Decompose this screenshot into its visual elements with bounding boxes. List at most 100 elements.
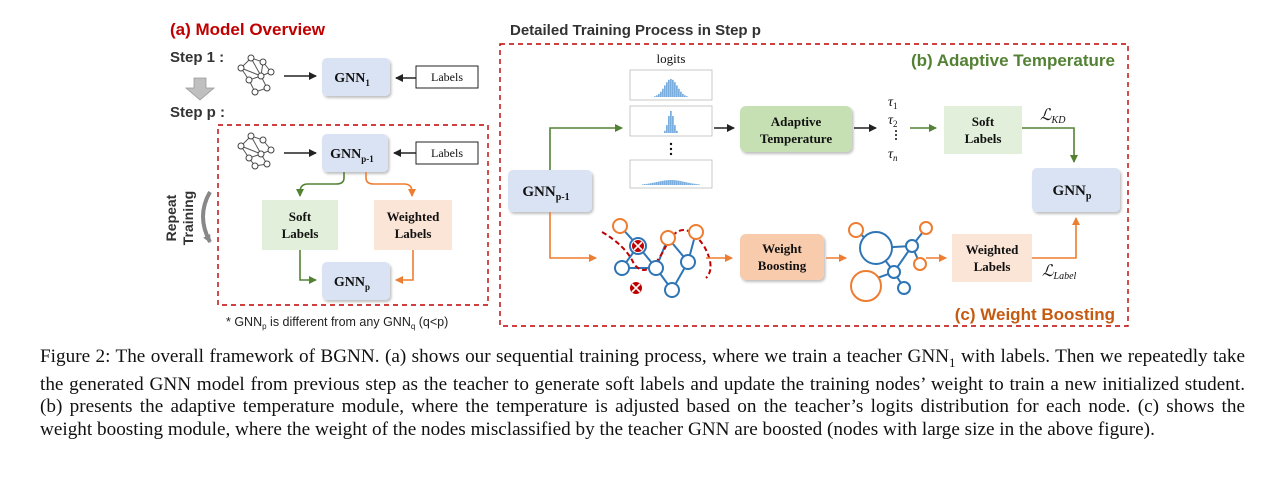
histogram-bar: [668, 79, 670, 97]
svg-text:Labels: Labels: [974, 259, 1011, 274]
histogram-bar: [656, 95, 658, 97]
histogram-bar: [656, 181, 658, 185]
histogram-bar: [660, 181, 662, 185]
histogram-bar: [696, 184, 698, 185]
histogram-bar: [664, 85, 666, 97]
histogram-bar: [650, 183, 652, 185]
histogram-bar: [674, 180, 676, 185]
histogram-bar: [676, 180, 678, 185]
loss-label: ℒLabel: [1042, 263, 1077, 282]
down-arrow-icon: [184, 77, 216, 101]
histogram-bar: [688, 182, 690, 185]
histogram-bar: [684, 181, 686, 185]
histogram-bar: [678, 180, 680, 185]
histogram-bar: [668, 180, 670, 185]
svg-text:GNNp: GNNp: [334, 275, 370, 292]
labels-box-stepp: Labels: [415, 141, 479, 165]
histogram-bar: [680, 181, 682, 185]
histogram-bar: [664, 130, 666, 133]
svg-text:Weighted: Weighted: [387, 209, 440, 224]
svg-text:GNNp-1: GNNp-1: [330, 147, 374, 164]
histogram-bar: [660, 91, 662, 97]
svg-text:Labels: Labels: [395, 226, 432, 241]
svg-text:Training: Training: [180, 191, 196, 245]
histogram-bar: [642, 184, 644, 185]
weight-boosting-box: Weight Boosting: [740, 234, 824, 280]
histogram-bar: [662, 88, 664, 97]
histogram-bar: [682, 93, 684, 97]
adaptive-title: (b) Adaptive Temperature: [911, 51, 1115, 70]
histogram-bar: [674, 82, 676, 97]
cross-icon: [630, 282, 642, 294]
histogram-bar: [662, 180, 664, 185]
histogram-bar: [648, 183, 650, 185]
histogram-bar: [666, 125, 668, 133]
histogram-bar: [676, 130, 678, 133]
soft-labels-box-detail: Soft Labels: [944, 106, 1022, 154]
gnn-prev-box-detail: GNNp-1: [508, 170, 592, 212]
histogram-bar: [654, 96, 656, 97]
svg-text:Adaptive: Adaptive: [771, 114, 822, 129]
soft-labels-box-a: Soft Labels: [262, 200, 338, 250]
stepp-label: Step p :: [170, 104, 225, 121]
histogram-bar: [666, 82, 668, 97]
histogram-bar: [644, 184, 646, 185]
histogram-bar: [670, 180, 672, 185]
logits-histograms: [629, 69, 713, 189]
svg-text:Labels: Labels: [431, 70, 463, 84]
gnn-p-box-detail: GNNp: [1032, 168, 1120, 212]
histogram-bar: [654, 182, 656, 185]
histogram-bar: [680, 91, 682, 97]
histogram-bar: [666, 180, 668, 185]
histogram-bar: [698, 184, 700, 185]
tau-list: τ1 τ2 τn: [888, 95, 898, 163]
histogram-bar: [692, 183, 694, 185]
step1-label: Step 1 :: [170, 49, 224, 66]
histogram-bar: [670, 79, 672, 97]
svg-text:Labels: Labels: [965, 131, 1002, 146]
detail-title: Detailed Training Process in Step p: [510, 22, 761, 39]
repeat-training-label: Repeat Training: [163, 191, 196, 245]
panel-a-frame: [217, 124, 489, 306]
svg-text:Boosting: Boosting: [758, 258, 807, 273]
svg-text:GNN1: GNN1: [334, 71, 370, 88]
loss-kd: ℒKD: [1040, 107, 1066, 126]
detail-frame: [499, 43, 1129, 327]
svg-text:Soft: Soft: [289, 209, 312, 224]
histogram-bar: [668, 115, 670, 133]
footnote: * GNNp is different from any GNNq (q<p): [226, 315, 448, 331]
graph-icon-step1: [237, 54, 275, 96]
svg-text:Weight: Weight: [762, 241, 802, 256]
boosting-title: (c) Weight Boosting: [955, 305, 1115, 324]
histogram-bar: [686, 96, 688, 97]
histogram-bar: [664, 180, 666, 185]
histogram-bar: [686, 182, 688, 185]
weighted-labels-box-a: Weighted Labels: [374, 200, 452, 250]
gnn1-box: GNN1: [322, 58, 390, 96]
histogram-bar: [652, 182, 654, 185]
histogram-bar: [646, 183, 648, 185]
adaptive-temperature-box: Adaptive Temperature: [740, 106, 852, 152]
histogram-bar: [694, 183, 696, 185]
logits-label: logits: [657, 51, 686, 66]
framework-diagram: (a) Model Overview Step 1 : GNN1 Labels …: [163, 20, 1129, 331]
svg-text:GNNp-1: GNNp-1: [522, 184, 569, 203]
cross-icon: [632, 240, 644, 252]
histogram-bar: [658, 181, 660, 185]
svg-text:Labels: Labels: [431, 146, 463, 160]
repeat-arrow-icon: [201, 190, 212, 243]
histogram-bar: [690, 183, 692, 185]
graph-icon-stepp: [237, 132, 275, 170]
svg-text:τn: τn: [888, 147, 898, 163]
weighted-labels-box-detail: Weighted Labels: [952, 234, 1032, 282]
svg-text:Labels: Labels: [282, 226, 319, 241]
svg-text:Temperature: Temperature: [760, 131, 832, 146]
histogram-bar: [684, 95, 686, 97]
histogram-bar: [672, 79, 674, 97]
histogram-bar: [682, 181, 684, 185]
svg-text:Weighted: Weighted: [966, 242, 1019, 257]
figure-caption: Figure 2: The overall framework of BGNN.…: [40, 346, 1245, 440]
panel-a-title: (a) Model Overview: [170, 20, 326, 39]
labels-box-step1: Labels: [415, 65, 479, 89]
histogram-bar: [672, 115, 674, 133]
